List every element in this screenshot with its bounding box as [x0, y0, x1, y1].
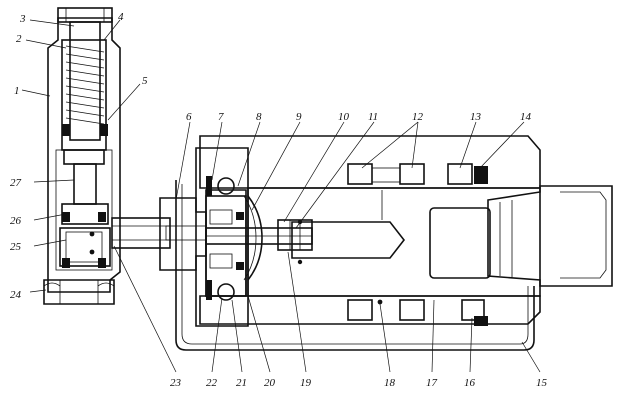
label-1: 1	[14, 85, 20, 97]
label-19: 19	[300, 377, 312, 389]
label-9: 9	[296, 111, 302, 123]
valve-body	[43, 7, 121, 305]
seals	[347, 163, 488, 326]
label-12: 12	[412, 111, 424, 123]
label-15: 15	[536, 377, 548, 389]
fitting-nut	[159, 197, 207, 271]
label-17: 17	[426, 377, 438, 389]
label-21: 21	[236, 377, 247, 389]
label-7: 7	[218, 111, 224, 123]
label-16: 16	[464, 377, 476, 389]
label-5: 5	[142, 75, 148, 87]
label-22: 22	[206, 377, 218, 389]
label-27: 27	[10, 177, 22, 189]
label-18: 18	[384, 377, 396, 389]
part-labels: 1 2 3 4 5 6 7 8 9 10 11 12 13 14 15 16 1…	[10, 11, 548, 389]
central-valve	[205, 176, 313, 301]
label-3: 3	[19, 13, 26, 25]
spring	[65, 45, 105, 125]
leader-lines	[21, 19, 541, 373]
label-25: 25	[10, 241, 22, 253]
outer-housing	[175, 180, 535, 351]
label-23: 23	[170, 377, 182, 389]
label-10: 10	[338, 111, 350, 123]
label-8: 8	[256, 111, 262, 123]
label-13: 13	[470, 111, 482, 123]
label-24: 24	[10, 289, 22, 301]
label-4: 4	[118, 11, 124, 23]
piston	[247, 187, 541, 297]
push-rod	[487, 185, 613, 287]
label-26: 26	[10, 215, 22, 227]
label-20: 20	[264, 377, 276, 389]
label-6: 6	[186, 111, 192, 123]
label-11: 11	[368, 111, 378, 123]
label-2: 2	[16, 33, 22, 45]
label-14: 14	[520, 111, 532, 123]
